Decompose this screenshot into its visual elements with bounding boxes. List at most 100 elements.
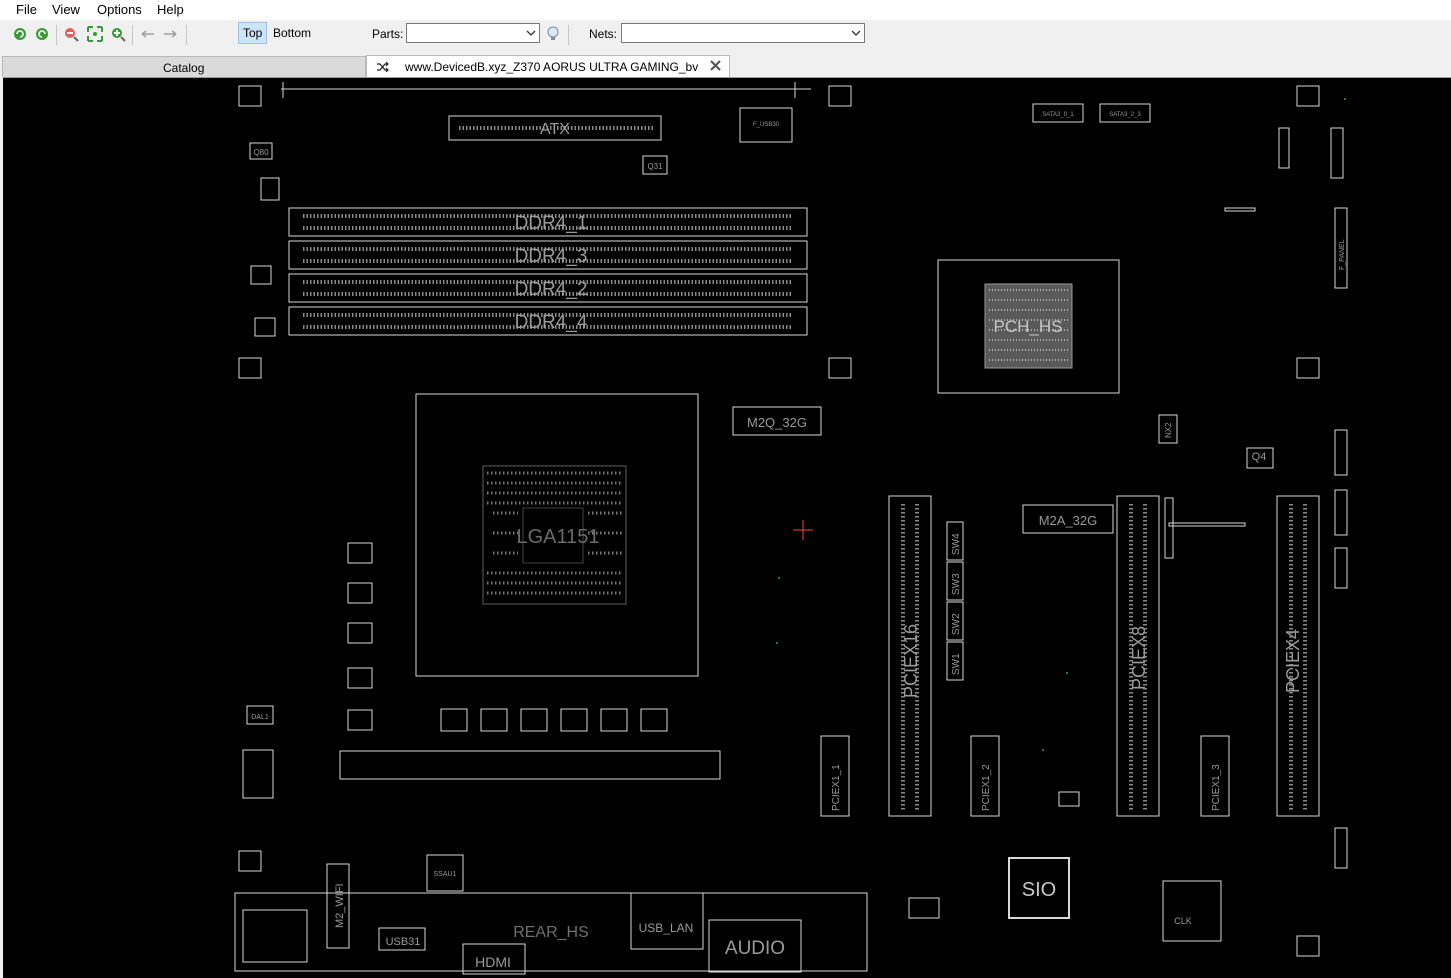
socket-label: LGA1151 <box>516 526 599 548</box>
audio-jack <box>708 919 802 973</box>
dimm-4-label: DDR4_4 <box>515 312 588 333</box>
parts-combobox[interactable] <box>406 23 540 43</box>
pciex1-1-label: PCIEX1_1 <box>831 764 842 811</box>
forward-arrow-icon[interactable] <box>161 25 179 43</box>
atx-label: ATX <box>540 121 570 138</box>
pch-outline <box>937 259 1120 394</box>
vrm-heatsink-outline <box>339 750 721 780</box>
pciex8-slot <box>1116 495 1160 817</box>
sw3-box <box>946 561 964 601</box>
sio-chip <box>1008 857 1070 919</box>
dimm-slot-4 <box>288 306 808 336</box>
menu-options[interactable]: Options <box>97 2 142 17</box>
menu-bar: File View Options Help <box>0 0 1451 20</box>
pciex1-2-slot <box>970 735 1000 817</box>
f-panel-label: F_PANEL <box>1339 239 1346 270</box>
zoom-fit-icon[interactable] <box>86 25 104 43</box>
usb31-port <box>378 927 426 951</box>
sw2-box <box>946 601 964 641</box>
m2a-slot <box>1022 504 1114 534</box>
sata-0-1-label: SATA3_0_1 <box>1042 112 1074 118</box>
rotate-right-icon[interactable] <box>33 25 51 43</box>
pch-label: PCH_HS <box>994 317 1063 336</box>
pciex1-1-slot <box>820 735 850 817</box>
usb-lan-port <box>630 892 704 950</box>
atx-connector <box>448 115 662 141</box>
m2q-label: M2Q_32G <box>747 415 807 430</box>
sw4-label: SW4 <box>951 533 962 555</box>
dimm-slot-1 <box>288 207 808 237</box>
lightbulb-icon[interactable] <box>544 25 562 43</box>
m2-wifi-slot <box>326 863 350 949</box>
tab-catalog[interactable]: Catalog <box>2 56 366 77</box>
q31-label: Q31 <box>647 162 663 171</box>
sio-label: SIO <box>1022 879 1056 901</box>
top-side-toggle[interactable]: Top <box>238 22 268 44</box>
sw3-label: SW3 <box>951 573 962 595</box>
dimm-1-label: DDR4_1 <box>515 213 588 234</box>
tab-strip: Catalog www.DevicedB.xyz_Z370 AORUS ULTR… <box>0 55 1451 77</box>
chevron-down-icon <box>851 30 861 36</box>
dal1-label: DAL1 <box>251 714 269 721</box>
audio-label: AUDIO <box>725 938 785 959</box>
menu-view[interactable]: View <box>52 2 80 17</box>
back-arrow-icon[interactable] <box>139 25 157 43</box>
close-icon[interactable] <box>709 59 722 72</box>
hdmi-label: HDMI <box>475 954 511 970</box>
bottom-side-toggle[interactable]: Bottom <box>273 26 312 40</box>
board-view[interactable]: ATX DDR4_1 DDR4_3 DDR4_2 DDR4_4 LGA1151 … <box>3 78 1451 978</box>
parts-label: Parts: <box>372 27 404 41</box>
menu-help[interactable]: Help <box>157 2 184 17</box>
usb-lan-label: USB_LAN <box>639 921 694 935</box>
pciex1-2-label: PCIEX1_2 <box>981 764 992 811</box>
dimm-slot-3 <box>288 240 808 270</box>
nets-label: Nets: <box>589 27 618 41</box>
pciex4-label: PCIEX4 <box>1283 629 1303 693</box>
rotate-left-icon[interactable] <box>11 25 29 43</box>
mounting-hole <box>238 85 262 107</box>
clk-label: CLK <box>1174 916 1192 926</box>
sw1-label: SW1 <box>951 653 962 675</box>
clk-chip <box>1162 880 1222 942</box>
dimm-2-label: DDR4_2 <box>515 279 588 300</box>
nets-combobox[interactable] <box>621 23 865 43</box>
pciex16-slot <box>888 495 932 817</box>
sw2-label: SW2 <box>951 613 962 635</box>
tab-document-label: www.DevicedB.xyz_Z370 AORUS ULTRA GAMING… <box>405 60 699 74</box>
dimm-slot-2 <box>288 273 808 303</box>
zoom-out-icon[interactable] <box>62 25 80 43</box>
shuffle-icon <box>377 61 389 73</box>
q4-label: Q4 <box>1252 451 1267 463</box>
pciex16-label: PCIEX16 <box>901 624 921 698</box>
pciex8-label: PCIEX8 <box>1129 626 1149 690</box>
pch-chip <box>984 283 1073 369</box>
sata-2-3-connector <box>1099 103 1151 123</box>
f-usb30-label: F_USB30 <box>753 122 780 128</box>
cpu-socket <box>415 393 699 677</box>
board-canvas[interactable]: ATX DDR4_1 DDR4_3 DDR4_2 DDR4_4 LGA1151 … <box>3 77 1451 978</box>
pciex4-slot <box>1276 495 1320 817</box>
pciex1-3-slot <box>1200 735 1230 817</box>
m2-wifi-label: M2_WIFI <box>334 883 346 928</box>
q80-label: Q80 <box>253 148 269 157</box>
sw1-box <box>946 641 964 681</box>
toolbar: Top Bottom Parts: Nets: <box>0 21 1451 48</box>
nx2-label: NX2 <box>1164 422 1173 438</box>
sw4-box <box>946 521 964 561</box>
tab-catalog-label: Catalog <box>163 61 205 75</box>
ssau1-label: SSAU1 <box>434 871 457 878</box>
m2a-label: M2A_32G <box>1039 513 1098 528</box>
dimm-3-label: DDR4_3 <box>515 246 588 267</box>
tab-document[interactable]: www.DevicedB.xyz_Z370 AORUS ULTRA GAMING… <box>366 55 730 77</box>
zoom-in-icon[interactable] <box>109 25 127 43</box>
hdmi-port <box>462 943 526 975</box>
pciex1-3-label: PCIEX1_3 <box>1211 764 1222 811</box>
menu-file[interactable]: File <box>16 2 37 17</box>
sata-0-1-connector <box>1032 103 1084 123</box>
rear-io-outline <box>234 892 868 972</box>
ssau1-chip <box>426 854 464 892</box>
rear-hs-label: REAR_HS <box>513 924 589 941</box>
usb31-label: USB31 <box>386 936 421 948</box>
m2q-slot <box>732 406 822 436</box>
chevron-down-icon <box>526 30 536 36</box>
